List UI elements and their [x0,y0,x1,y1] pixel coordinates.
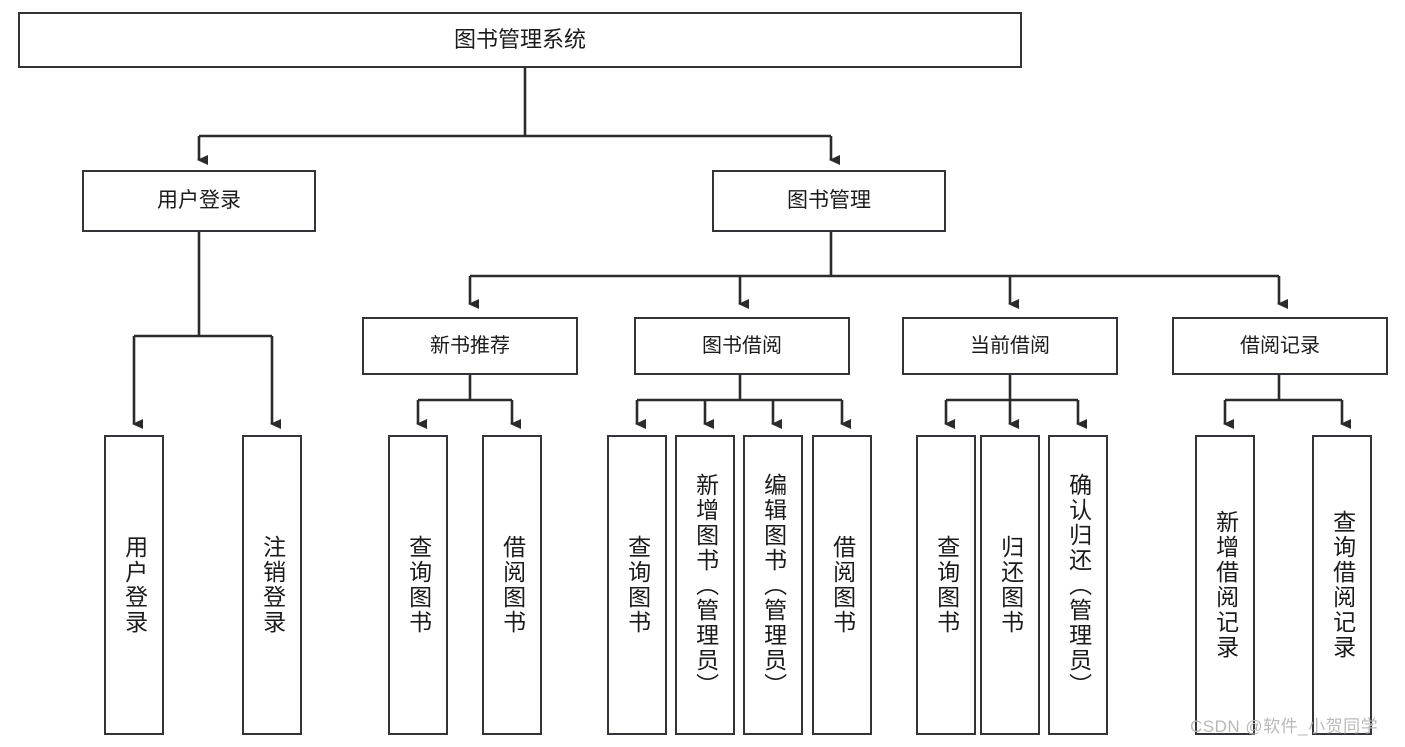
node-label: 查询图书 [933,535,960,635]
leaf-user-login[interactable]: 用户登录 [104,435,164,735]
node-label: 新增图书（管理员） [692,472,719,698]
node-label: 图书管理 [787,188,871,212]
node-book-management[interactable]: 图书管理 [712,170,946,232]
node-borrow-record[interactable]: 借阅记录 [1172,317,1388,375]
node-current-borrow[interactable]: 当前借阅 [902,317,1118,375]
node-label: 借阅图书 [499,535,526,635]
node-label: 归还图书 [997,535,1024,635]
leaf-confirm-return-admin[interactable]: 确认归还（管理员） [1048,435,1108,735]
node-label: 确认归还（管理员） [1065,472,1092,698]
node-label: 用户登录 [121,535,148,635]
leaf-edit-book-admin[interactable]: 编辑图书（管理员） [743,435,803,735]
node-book-borrow[interactable]: 图书借阅 [634,317,850,375]
node-label: 图书借阅 [702,334,782,357]
node-label: 图书管理系统 [453,27,586,53]
node-root-system[interactable]: 图书管理系统 [18,12,1022,68]
leaf-add-borrow-record[interactable]: 新增借阅记录 [1195,435,1255,735]
node-label: 查询借阅记录 [1329,510,1356,660]
node-label: 借阅记录 [1240,334,1320,357]
leaf-query-book-current[interactable]: 查询图书 [916,435,976,735]
node-label: 借阅图书 [829,535,856,635]
node-user-login[interactable]: 用户登录 [82,170,316,232]
leaf-borrow-book[interactable]: 借阅图书 [812,435,872,735]
leaf-query-book-recommend[interactable]: 查询图书 [388,435,448,735]
node-new-book-recommend[interactable]: 新书推荐 [362,317,578,375]
node-label: 新书推荐 [430,334,510,357]
node-label: 新增借阅记录 [1212,510,1239,660]
node-label: 当前借阅 [970,334,1050,357]
watermark: CSDN @软件_小贺同学 [1190,717,1379,736]
leaf-add-book-admin[interactable]: 新增图书（管理员） [675,435,735,735]
leaf-logout-login[interactable]: 注销登录 [242,435,302,735]
node-label: 编辑图书（管理员） [760,472,787,698]
leaf-borrow-book-recommend[interactable]: 借阅图书 [482,435,542,735]
leaf-query-book-borrow[interactable]: 查询图书 [607,435,667,735]
leaf-query-borrow-record[interactable]: 查询借阅记录 [1312,435,1372,735]
node-label: 查询图书 [624,535,651,635]
leaf-return-book[interactable]: 归还图书 [980,435,1040,735]
node-label: 注销登录 [259,535,286,635]
node-label: 用户登录 [157,188,241,212]
node-label: 查询图书 [405,535,432,635]
